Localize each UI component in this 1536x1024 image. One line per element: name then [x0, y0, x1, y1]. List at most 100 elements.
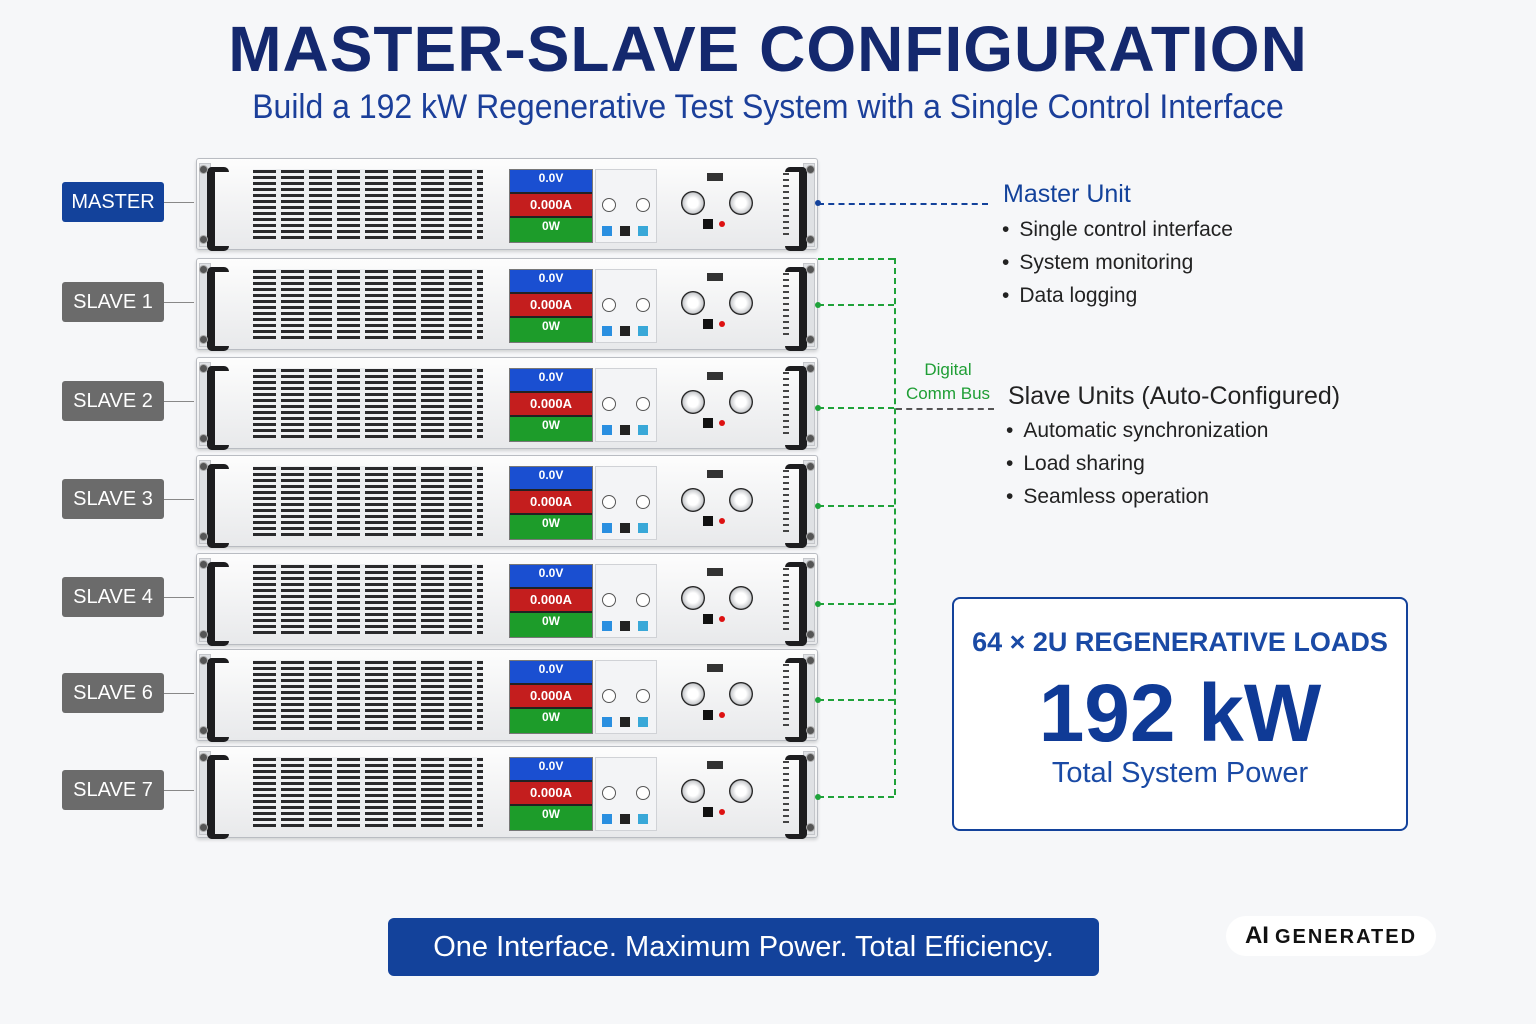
indicator-led-icon	[719, 221, 725, 227]
rack-handle-icon	[207, 167, 229, 251]
label-connector	[164, 401, 194, 402]
power-readout: 0W	[510, 318, 592, 342]
label-connector	[164, 302, 194, 303]
voltage-readout: 0.0V	[510, 467, 592, 489]
screw-icon	[199, 560, 208, 569]
lcd-display: 0.0V 0.000A 0W	[509, 757, 593, 831]
mini-dial-icon	[636, 593, 650, 607]
mini-dial-icon	[602, 593, 616, 607]
screw-icon	[199, 462, 208, 471]
voltage-readout: 0.0V	[510, 170, 592, 192]
mode-button-icon	[620, 326, 630, 336]
side-vent	[783, 470, 789, 532]
screw-icon	[199, 364, 208, 373]
comm-bus-label: Digital Comm Bus	[900, 358, 996, 406]
current-readout: 0.000A	[510, 491, 592, 513]
bus-link-line	[818, 304, 894, 306]
rack-handle-icon	[785, 658, 807, 742]
rack-handle-icon	[785, 755, 807, 839]
mini-dial-icon	[602, 495, 616, 509]
screw-icon	[199, 235, 208, 244]
mode-button-icon	[638, 717, 648, 727]
voltage-readout: 0.0V	[510, 369, 592, 391]
voltage-knob-icon	[681, 586, 705, 610]
voltage-value: 0.0V	[538, 370, 564, 384]
mini-dial-icon	[636, 198, 650, 212]
rack-handle-icon	[207, 562, 229, 646]
lcd-display: 0.0V 0.000A 0W	[509, 660, 593, 734]
ai-badge-text: GENERATED	[1274, 926, 1418, 948]
screw-icon	[806, 823, 815, 832]
power-readout: 0W	[510, 417, 592, 441]
ai-badge-mark: AI	[1244, 922, 1269, 949]
screw-icon	[806, 560, 815, 569]
screw-icon	[806, 753, 815, 762]
screw-icon	[199, 656, 208, 665]
bus-connection-dot	[815, 601, 821, 607]
current-knob-icon	[729, 488, 753, 512]
screw-icon	[806, 165, 815, 174]
current-knob-icon	[729, 291, 753, 315]
mode-button-icon	[602, 717, 612, 727]
label-connector	[164, 202, 194, 203]
voltage-readout: 0.0V	[510, 565, 592, 587]
voltage-knob-icon	[681, 488, 705, 512]
slave-label: SLAVE 1	[62, 282, 164, 322]
mini-dial-icon	[602, 397, 616, 411]
slave-label: SLAVE 7	[62, 770, 164, 810]
label-connector	[164, 790, 194, 791]
mode-button-icon	[638, 326, 648, 336]
current-knob-icon	[729, 779, 753, 803]
mini-dial-icon	[636, 786, 650, 800]
slave-label: SLAVE 3	[62, 479, 164, 519]
indicator-led-icon	[719, 809, 725, 815]
mode-button-icon	[602, 425, 612, 435]
power-readout: 0W	[510, 613, 592, 637]
bus-connection-dot	[815, 697, 821, 703]
label-connector	[164, 499, 194, 500]
mini-dial-icon	[602, 298, 616, 312]
usb-port-icon	[707, 273, 723, 281]
screw-icon	[806, 630, 815, 639]
lcd-display: 0.0V 0.000A 0W	[509, 269, 593, 343]
bus-connection-dot	[815, 503, 821, 509]
usb-port-icon	[707, 664, 723, 672]
screw-icon	[806, 434, 815, 443]
control-keypad	[595, 757, 657, 831]
current-readout: 0.000A	[510, 685, 592, 707]
comm-bus-trunk	[894, 258, 896, 795]
mode-button-icon	[602, 814, 612, 824]
side-vent	[783, 761, 789, 823]
mini-dial-icon	[636, 397, 650, 411]
current-readout: 0.000A	[510, 194, 592, 216]
slave-callout-line	[896, 408, 994, 410]
voltage-value: 0.0V	[538, 759, 564, 773]
indicator-led-icon	[719, 616, 725, 622]
screw-icon	[806, 265, 815, 274]
side-vent	[783, 568, 789, 630]
mode-button-icon	[638, 523, 648, 533]
indicator-led-icon	[719, 712, 725, 718]
mode-button-icon	[620, 621, 630, 631]
output-button-icon	[703, 418, 713, 428]
mode-button-icon	[620, 814, 630, 824]
slave-label: SLAVE 2	[62, 381, 164, 421]
mode-button-icon	[638, 226, 648, 236]
master-unit-title: Master Unit	[1003, 180, 1131, 208]
voltage-knob-icon	[681, 291, 705, 315]
lcd-display: 0.0V 0.000A 0W	[509, 564, 593, 638]
current-knob-icon	[729, 390, 753, 414]
vent-grille	[253, 757, 483, 827]
voltage-value: 0.0V	[538, 662, 564, 676]
voltage-value: 0.0V	[538, 566, 564, 580]
label-connector	[164, 693, 194, 694]
slave-label: SLAVE 4	[62, 577, 164, 617]
vent-grille	[253, 564, 483, 634]
screw-icon	[199, 630, 208, 639]
power-readout: 0W	[510, 806, 592, 830]
voltage-value: 0.0V	[538, 468, 564, 482]
control-keypad	[595, 368, 657, 442]
voltage-value: 0.0V	[538, 271, 564, 285]
screw-icon	[199, 726, 208, 735]
screw-icon	[199, 265, 208, 274]
